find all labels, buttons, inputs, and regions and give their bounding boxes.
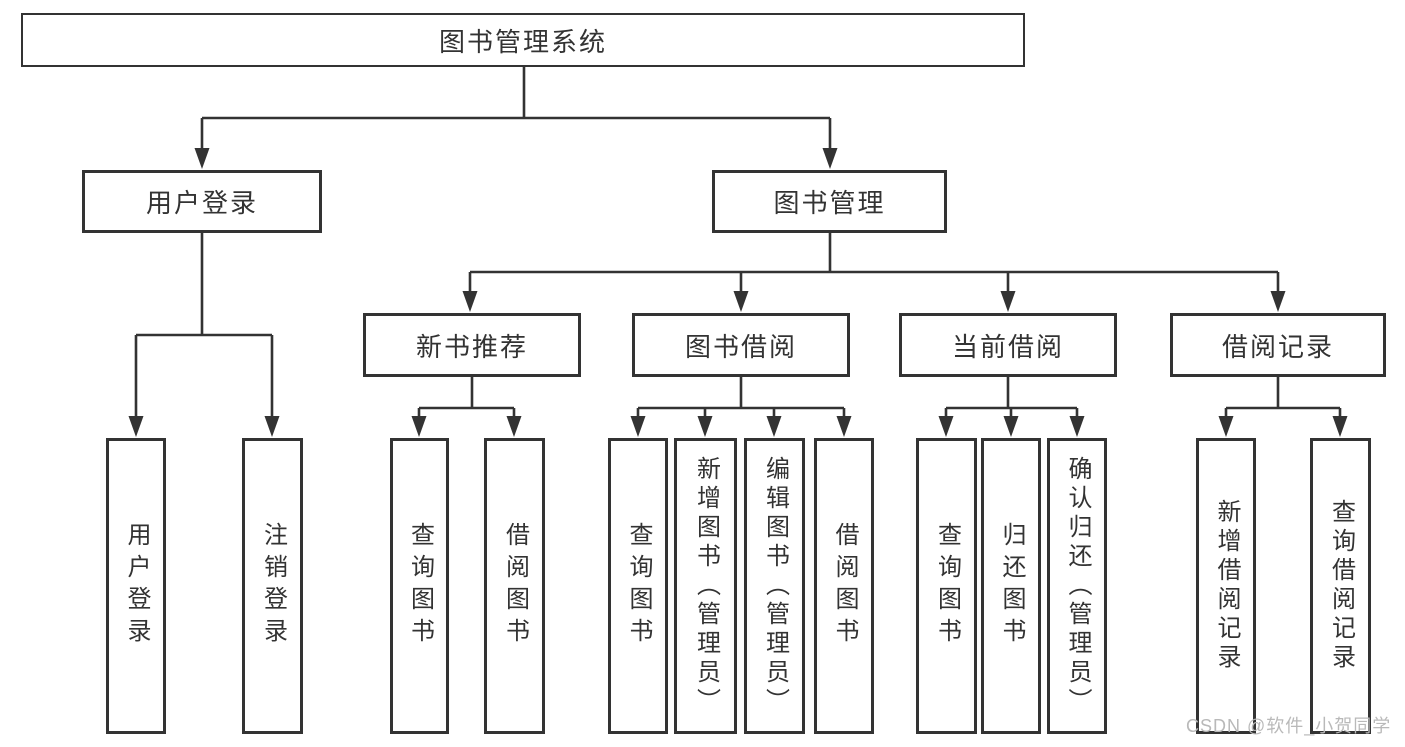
- leaf-edit-books-admin: 编辑图书（管理员）: [744, 438, 805, 734]
- node-label: 新书推荐: [415, 331, 528, 362]
- connector-book-management-children: [468, 233, 1280, 297]
- leaf-label: 查询图书: [406, 522, 434, 650]
- leaf-label: 借阅图书: [831, 522, 858, 650]
- node-label: 用户登录: [145, 188, 258, 218]
- connector-book-borrow-children: [636, 376, 846, 422]
- csdn-watermark: CSDN @软件_小贺同学: [1186, 716, 1392, 736]
- node-label: 图书管理系统: [438, 26, 607, 57]
- leaf-add-borrow-record: 新增借阅记录: [1196, 438, 1256, 734]
- leaf-query-books-current: 查询图书: [916, 438, 977, 734]
- node-label: 借阅记录: [1221, 331, 1334, 362]
- connector-new-book-recommend-children: [417, 376, 516, 422]
- leaf-label: 查询图书: [625, 522, 652, 650]
- leaf-label: 编辑图书（管理员）: [761, 455, 789, 717]
- leaf-borrow-books-recommend: 借阅图书: [484, 438, 545, 734]
- leaf-query-books-recommend: 查询图书: [390, 438, 449, 734]
- node-library-management-system: 图书管理系统: [21, 13, 1025, 67]
- leaf-query-books-borrow: 查询图书: [608, 438, 668, 734]
- connector-root-to-level2: [200, 66, 832, 153]
- connector-user-login-children: [134, 233, 274, 422]
- leaf-query-borrow-record: 查询借阅记录: [1310, 438, 1371, 734]
- node-label: 图书管理: [773, 188, 886, 218]
- leaf-return-books: 归还图书: [981, 438, 1041, 734]
- leaf-user-login: 用户登录: [106, 438, 166, 734]
- leaf-label: 归还图书: [998, 522, 1025, 650]
- connector-borrow-records-children: [1224, 376, 1342, 422]
- leaf-logout: 注销登录: [242, 438, 303, 734]
- leaf-label: 用户登录: [123, 522, 150, 650]
- leaf-confirm-return-admin: 确认归还（管理员）: [1047, 438, 1107, 734]
- leaf-label: 注销登录: [259, 522, 287, 650]
- leaf-label: 借阅图书: [501, 522, 529, 650]
- node-new-book-recommend: 新书推荐: [363, 313, 581, 377]
- node-label: 当前借阅: [951, 331, 1064, 362]
- leaf-add-books-admin: 新增图书（管理员）: [674, 438, 737, 734]
- leaf-label: 确认归还（管理员）: [1064, 455, 1091, 717]
- leaf-label: 新增图书（管理员）: [692, 455, 720, 717]
- leaf-label: 查询借阅记录: [1327, 499, 1355, 673]
- node-current-borrow: 当前借阅: [899, 313, 1117, 377]
- node-user-login: 用户登录: [82, 170, 322, 233]
- leaf-borrow-books: 借阅图书: [814, 438, 874, 734]
- leaf-label: 查询图书: [933, 522, 961, 650]
- node-book-management: 图书管理: [712, 170, 947, 233]
- connector-current-borrow-children: [944, 376, 1079, 422]
- node-borrow-records: 借阅记录: [1170, 313, 1386, 377]
- node-label: 图书借阅: [684, 331, 797, 362]
- arrowheads: [128, 148, 1348, 437]
- node-book-borrow: 图书借阅: [632, 313, 850, 377]
- leaf-label: 新增借阅记录: [1213, 499, 1240, 673]
